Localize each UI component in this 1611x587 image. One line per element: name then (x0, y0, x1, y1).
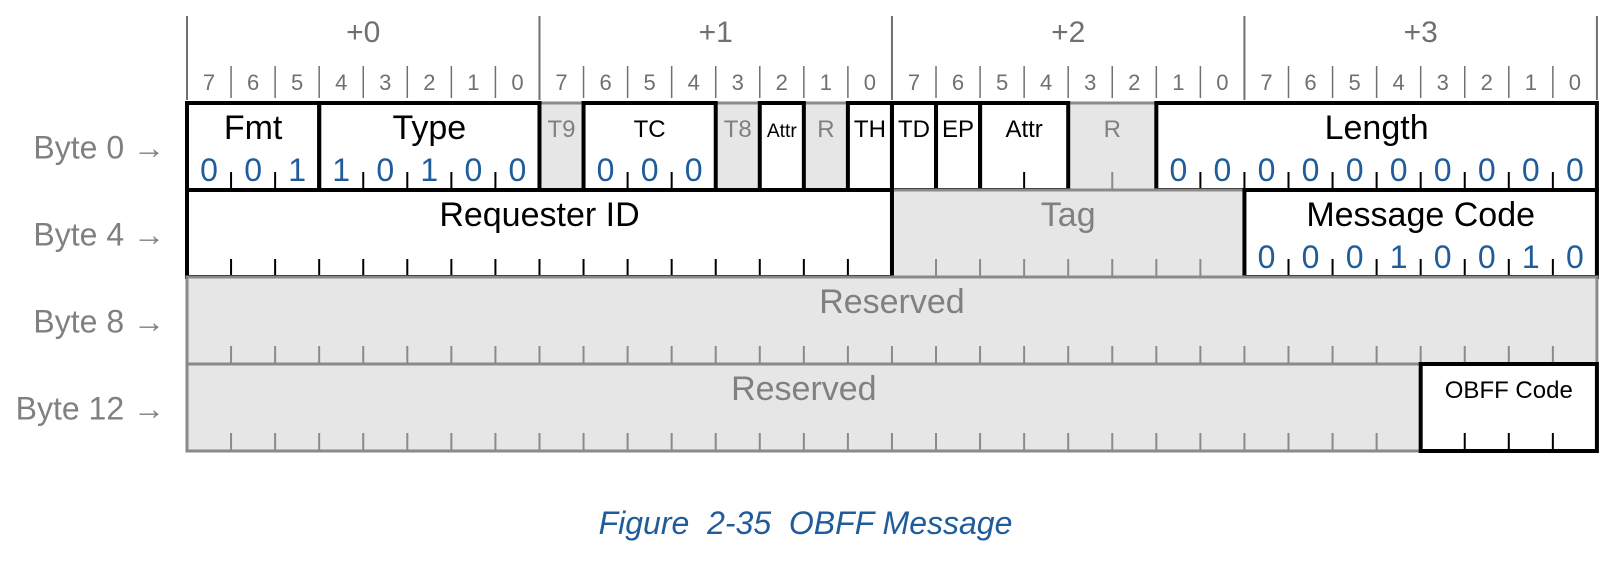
bit-value: 0 (200, 152, 218, 188)
bit-number-label: 1 (820, 70, 832, 95)
bit-number-label: 3 (1084, 70, 1096, 95)
bit-number-label: 2 (423, 70, 435, 95)
bit-number-label: 0 (864, 70, 876, 95)
bit-value: 1 (1390, 239, 1408, 275)
field-label: T8 (724, 116, 752, 143)
bit-number-label: 7 (555, 70, 567, 95)
row-label: Byte 0 → (33, 130, 165, 166)
bit-number-label: 7 (1260, 70, 1272, 95)
bit-number-label: 4 (1040, 70, 1052, 95)
bit-number-label: 2 (1481, 70, 1493, 95)
field-label: R (817, 116, 834, 143)
bit-value: 0 (464, 152, 482, 188)
bit-value: 0 (1302, 239, 1320, 275)
field-label: Reserved (819, 283, 965, 321)
bit-value: 0 (1346, 239, 1364, 275)
bit-value: 0 (1478, 152, 1496, 188)
bit-number-label: 0 (1216, 70, 1228, 95)
field-label: Reserved (731, 370, 877, 408)
byte-offset-label: +2 (1051, 16, 1085, 49)
bit-value: 0 (509, 152, 527, 188)
bit-value: 1 (332, 152, 350, 188)
bit-number-label: 0 (511, 70, 523, 95)
bit-value: 1 (420, 152, 438, 188)
field-label: Attr (1005, 116, 1042, 143)
bit-value: 0 (1346, 152, 1364, 188)
bit-number-label: 2 (1128, 70, 1140, 95)
bit-number-label: 6 (599, 70, 611, 95)
bit-number-label: 1 (1172, 70, 1184, 95)
field-box (757, 101, 806, 192)
bit-number-label: 7 (908, 70, 920, 95)
bit-value: 0 (1302, 152, 1320, 188)
row-label: Byte 8 → (33, 304, 165, 340)
field-label: Tag (1041, 196, 1096, 234)
bit-value: 0 (1522, 152, 1540, 188)
bit-number-label: 1 (1525, 70, 1537, 95)
bit-number-label: 6 (952, 70, 964, 95)
bit-number-label: 3 (1437, 70, 1449, 95)
bit-number-label: 3 (732, 70, 744, 95)
bit-number-label: 6 (1304, 70, 1316, 95)
bit-value: 0 (376, 152, 394, 188)
row-label: Byte 4 → (33, 217, 165, 253)
field-label: Type (392, 109, 466, 147)
field-label: T9 (548, 116, 576, 143)
reserved-field (185, 275, 1599, 366)
bit-number-label: 4 (1393, 70, 1405, 95)
bit-value: 0 (1434, 239, 1452, 275)
byte-offset-label: +1 (699, 16, 733, 49)
bit-number-label: 7 (203, 70, 215, 95)
bit-number-label: 0 (1569, 70, 1581, 95)
bit-number-label: 4 (335, 70, 347, 95)
byte-offset-label: +0 (346, 16, 380, 49)
field-label: Length (1325, 109, 1429, 147)
bit-number-label: 6 (247, 70, 259, 95)
field-label: Requester ID (439, 196, 639, 234)
row-label: Byte 12 → (16, 391, 165, 427)
bit-value: 0 (1566, 239, 1584, 275)
bit-value: 0 (1434, 152, 1452, 188)
field-label: TH (854, 116, 886, 143)
bit-value: 0 (1566, 152, 1584, 188)
field-label: OBFF Code (1445, 377, 1573, 404)
bit-value: 0 (685, 152, 703, 188)
bit-number-label: 5 (1348, 70, 1360, 95)
bit-value: 0 (1258, 239, 1276, 275)
bit-number-label: 5 (644, 70, 656, 95)
field-label: EP (942, 116, 974, 143)
bit-number-label: 5 (996, 70, 1008, 95)
bit-number-label: 2 (776, 70, 788, 95)
field-label: Message Code (1306, 196, 1535, 234)
bit-value: 0 (1169, 152, 1187, 188)
bit-value: 0 (1258, 152, 1276, 188)
field-label: Fmt (224, 109, 283, 147)
bit-number-label: 5 (291, 70, 303, 95)
byte-offset-label: +3 (1404, 16, 1438, 49)
field-label: TC (634, 116, 666, 143)
field-label: R (1104, 116, 1121, 143)
bit-value: 0 (641, 152, 659, 188)
bit-number-label: 1 (467, 70, 479, 95)
bit-value: 0 (597, 152, 615, 188)
bit-value: 0 (1478, 239, 1496, 275)
bit-number-label: 4 (688, 70, 700, 95)
bit-number-label: 3 (379, 70, 391, 95)
bit-value: 1 (1522, 239, 1540, 275)
field-label: TD (898, 116, 930, 143)
field-box (1418, 362, 1599, 453)
field-label: Attr (767, 121, 798, 142)
figure-caption: Figure 2-35 OBFF Message (598, 505, 1013, 541)
bit-value: 0 (244, 152, 262, 188)
bit-value: 0 (1214, 152, 1232, 188)
bit-value: 0 (1390, 152, 1408, 188)
bit-value: 1 (288, 152, 306, 188)
